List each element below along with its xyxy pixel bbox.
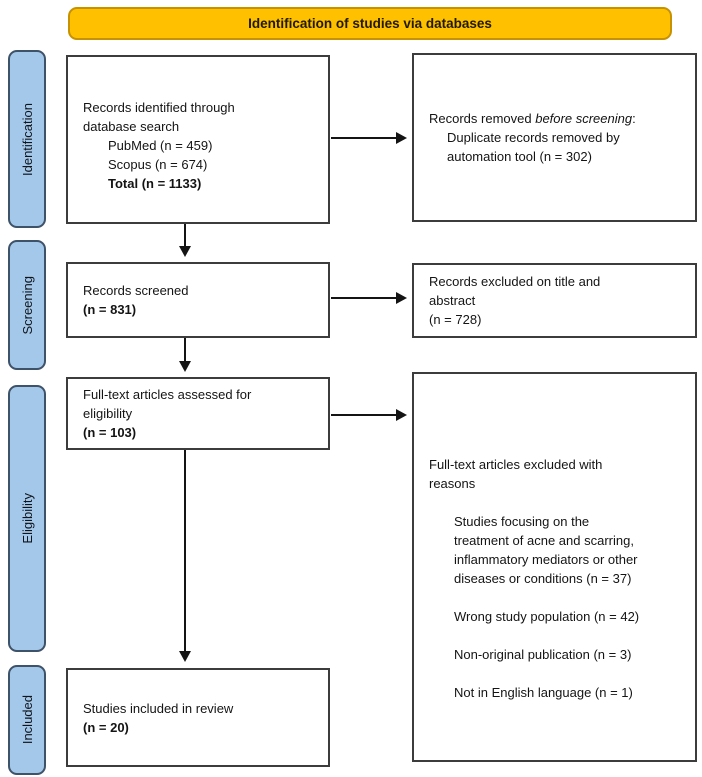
text-reason: Non-original publication (n = 3) bbox=[454, 646, 632, 662]
spacer bbox=[429, 664, 685, 683]
text-line: Full-text articles excluded with bbox=[429, 456, 603, 472]
box-fulltext-assessed: Full-text articles assessed for eligibil… bbox=[66, 377, 330, 450]
text-line: Duplicate records removed by bbox=[447, 130, 620, 145]
stage-identification-label: Identification bbox=[19, 102, 35, 176]
text-count: (n = 728) bbox=[429, 312, 482, 327]
text-line: eligibility bbox=[83, 406, 133, 421]
text-reason: treatment of acne and scarring, bbox=[454, 532, 634, 548]
text-italic: before screening bbox=[535, 111, 633, 126]
arrow-right-fulltext-to-excluded bbox=[331, 409, 407, 421]
text-reason: Not in English language (n = 1) bbox=[454, 684, 633, 700]
text-reason: Wrong study population (n = 42) bbox=[454, 608, 640, 624]
spacer bbox=[429, 588, 685, 607]
arrow-right-screened-to-excluded bbox=[331, 292, 407, 304]
box-studies-included: Studies included in review (n = 20) bbox=[66, 668, 330, 767]
text-suffix: : bbox=[632, 111, 636, 126]
text-line: Records identified through bbox=[83, 100, 235, 115]
text-count: (n = 103) bbox=[83, 425, 137, 440]
text-reason: Studies focusing on the bbox=[454, 513, 590, 529]
text-line: reasons bbox=[429, 475, 476, 491]
spacer bbox=[429, 493, 685, 512]
text-line: Full-text articles assessed for bbox=[83, 387, 252, 402]
text-count: (n = 20) bbox=[83, 719, 129, 735]
text-line: Records excluded on title and bbox=[429, 274, 601, 289]
banner-label: Identification of studies via databases bbox=[248, 16, 492, 31]
arrow-right-identified-to-removed bbox=[331, 132, 407, 144]
stage-eligibility-label: Eligibility bbox=[19, 493, 35, 544]
stage-included: Included bbox=[8, 665, 46, 775]
text-line: database search bbox=[83, 119, 180, 134]
arrow-down-screened-to-fulltext bbox=[179, 338, 191, 372]
stage-screening: Screening bbox=[8, 240, 46, 370]
stage-identification: Identification bbox=[8, 50, 46, 228]
text-line: abstract bbox=[429, 293, 476, 308]
text-line-scopus: Scopus (n = 674) bbox=[108, 157, 208, 172]
text-line: Records removed before screening: bbox=[429, 109, 685, 128]
text-line: automation tool (n = 302) bbox=[447, 149, 592, 164]
box-records-screened: Records screened (n = 831) bbox=[66, 262, 330, 338]
text-line-total: Total (n = 1133) bbox=[108, 176, 202, 191]
text-reason: diseases or conditions (n = 37) bbox=[454, 570, 632, 586]
stage-screening-label: Screening bbox=[19, 275, 35, 335]
stage-eligibility: Eligibility bbox=[8, 385, 46, 652]
box-records-excluded: Records excluded on title and abstract (… bbox=[412, 263, 697, 338]
text-count: (n = 831) bbox=[83, 302, 137, 317]
text-prefix: Records removed bbox=[429, 111, 536, 126]
arrow-down-identified-to-screened bbox=[179, 224, 191, 257]
spacer bbox=[429, 626, 685, 645]
arrow-down-fulltext-to-included bbox=[179, 450, 191, 662]
box-records-removed: Records removed before screening: Duplic… bbox=[412, 53, 697, 222]
text-line-pubmed: PubMed (n = 459) bbox=[108, 138, 213, 153]
text-reason: inflammatory mediators or other bbox=[454, 551, 638, 567]
box-fulltext-excluded: Full-text articles excluded with reasons… bbox=[412, 372, 697, 762]
stage-included-label: Included bbox=[19, 695, 35, 745]
box-records-identified: Records identified through database sear… bbox=[66, 55, 330, 224]
banner-title: Identification of studies via databases bbox=[68, 7, 672, 40]
text-line: Studies included in review bbox=[83, 700, 234, 716]
text-line: Records screened bbox=[83, 283, 189, 298]
